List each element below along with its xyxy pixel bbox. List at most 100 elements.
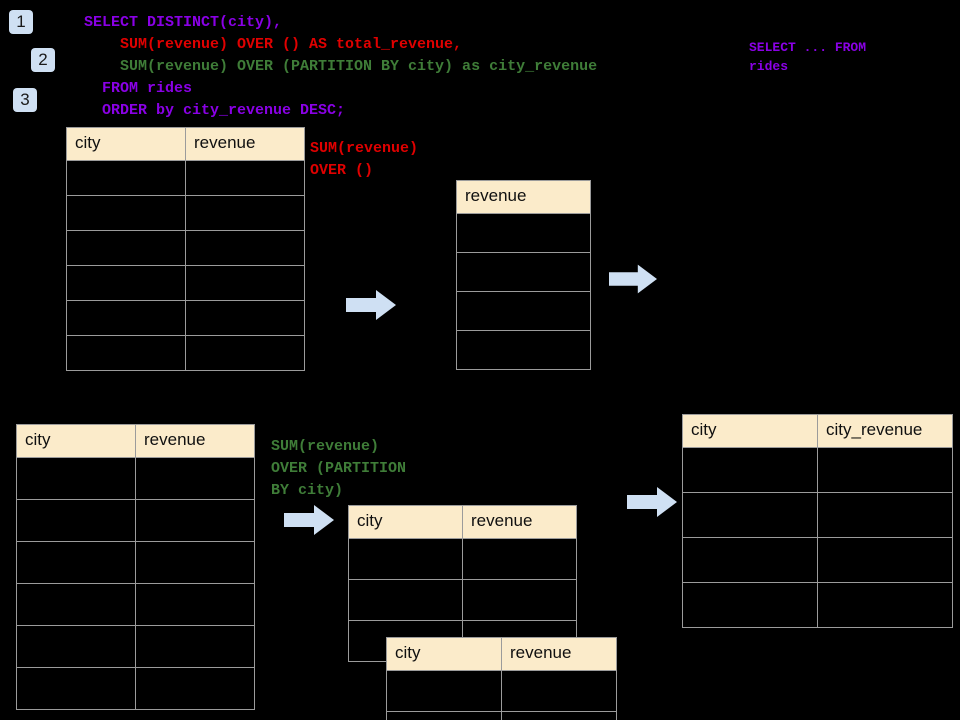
- column-header-city: city: [386, 637, 502, 671]
- cell-city: [348, 579, 463, 621]
- column-header-city: city: [66, 127, 186, 161]
- table-row: [66, 195, 305, 231]
- cell-city: [66, 265, 186, 301]
- result-table: city city_revenue: [682, 414, 953, 628]
- cell-city-revenue: [817, 582, 953, 628]
- cell-city: [682, 492, 818, 538]
- table-header-row: city revenue: [348, 505, 577, 539]
- table-row: [66, 230, 305, 266]
- table-row: [16, 625, 255, 668]
- sql-line-from: FROM rides: [84, 80, 193, 97]
- step-badge-1: 1: [9, 10, 33, 34]
- cell-revenue: [501, 711, 617, 720]
- table-row: [682, 492, 953, 538]
- cell-city-revenue: [817, 447, 953, 493]
- table-header-row: city revenue: [16, 424, 255, 458]
- rides-table-top: city revenue: [66, 127, 305, 371]
- cell-city: [16, 499, 136, 542]
- table-row: [682, 537, 953, 583]
- table-row: [66, 300, 305, 336]
- column-header-city-revenue: city_revenue: [817, 414, 953, 448]
- table-row: [16, 667, 255, 710]
- arrow-top-right: [609, 264, 657, 294]
- table-row: [348, 538, 577, 580]
- column-header-revenue: revenue: [462, 505, 577, 539]
- cell-city: [386, 670, 502, 712]
- table-row: [456, 291, 591, 331]
- cell-revenue: [185, 160, 305, 196]
- cell-revenue: [185, 230, 305, 266]
- table-header-row: revenue: [456, 180, 591, 214]
- cell-revenue: [456, 330, 591, 370]
- cell-city: [386, 711, 502, 720]
- table-header-row: city revenue: [66, 127, 305, 161]
- sql-line-order-by: ORDER by city_revenue DESC;: [84, 102, 346, 119]
- rides-table-bottom: city revenue: [16, 424, 255, 710]
- cell-city-revenue: [817, 492, 953, 538]
- cell-city: [66, 300, 186, 336]
- arrow-bottom-right: [627, 487, 677, 517]
- column-header-revenue: revenue: [501, 637, 617, 671]
- table-row: [16, 457, 255, 500]
- cell-city: [16, 625, 136, 668]
- step-badge-2: 2: [31, 48, 55, 72]
- sql-line-total-revenue: SUM(revenue) OVER () AS total_revenue,: [84, 36, 463, 53]
- cell-city: [682, 537, 818, 583]
- cell-city: [16, 667, 136, 710]
- sql-line-city-revenue: SUM(revenue) OVER (PARTITION BY city) as…: [84, 58, 598, 75]
- table-row: [348, 579, 577, 621]
- cell-revenue: [501, 670, 617, 712]
- cell-revenue: [135, 457, 255, 500]
- cell-city: [66, 160, 186, 196]
- arrow-top-left: [346, 290, 396, 320]
- table-row: [682, 582, 953, 628]
- cell-revenue: [185, 265, 305, 301]
- table-row: [456, 252, 591, 292]
- cell-revenue: [456, 213, 591, 253]
- cell-revenue: [135, 625, 255, 668]
- table-row: [66, 160, 305, 196]
- cell-revenue: [135, 541, 255, 584]
- cell-revenue: [135, 667, 255, 710]
- column-header-revenue: revenue: [456, 180, 591, 214]
- cell-city: [16, 457, 136, 500]
- city-revenue-note: SUM(revenue) OVER (PARTITION BY city): [271, 438, 407, 499]
- cell-city: [348, 538, 463, 580]
- cell-revenue: [185, 300, 305, 336]
- cell-city-revenue: [817, 537, 953, 583]
- source-note: SELECT ... FROM rides: [749, 40, 867, 74]
- cell-city: [16, 583, 136, 626]
- cell-revenue: [456, 291, 591, 331]
- cell-revenue: [462, 579, 577, 621]
- column-header-city: city: [348, 505, 463, 539]
- cell-revenue: [135, 499, 255, 542]
- table-row: [386, 711, 617, 720]
- table-row: [456, 330, 591, 370]
- table-row: [386, 670, 617, 712]
- table-header-row: city revenue: [386, 637, 617, 671]
- cell-revenue: [135, 583, 255, 626]
- cell-revenue: [185, 195, 305, 231]
- table-row: [682, 447, 953, 493]
- cell-city: [682, 447, 818, 493]
- cell-revenue: [462, 538, 577, 580]
- table-row: [66, 265, 305, 301]
- total-revenue-table: revenue: [456, 180, 591, 370]
- cell-city: [16, 541, 136, 584]
- partition-table-b: city revenue: [386, 637, 617, 720]
- cell-revenue: [456, 252, 591, 292]
- table-row: [16, 541, 255, 584]
- column-header-revenue: revenue: [185, 127, 305, 161]
- cell-city: [66, 230, 186, 266]
- table-row: [16, 499, 255, 542]
- table-row: [456, 213, 591, 253]
- total-revenue-note: SUM(revenue) OVER (): [310, 140, 419, 179]
- table-row: [16, 583, 255, 626]
- step-badge-3: 3: [13, 88, 37, 112]
- table-row: [66, 335, 305, 371]
- cell-city: [682, 582, 818, 628]
- cell-city: [66, 335, 186, 371]
- sql-line-select: SELECT DISTINCT(city),: [84, 14, 283, 31]
- table-header-row: city city_revenue: [682, 414, 953, 448]
